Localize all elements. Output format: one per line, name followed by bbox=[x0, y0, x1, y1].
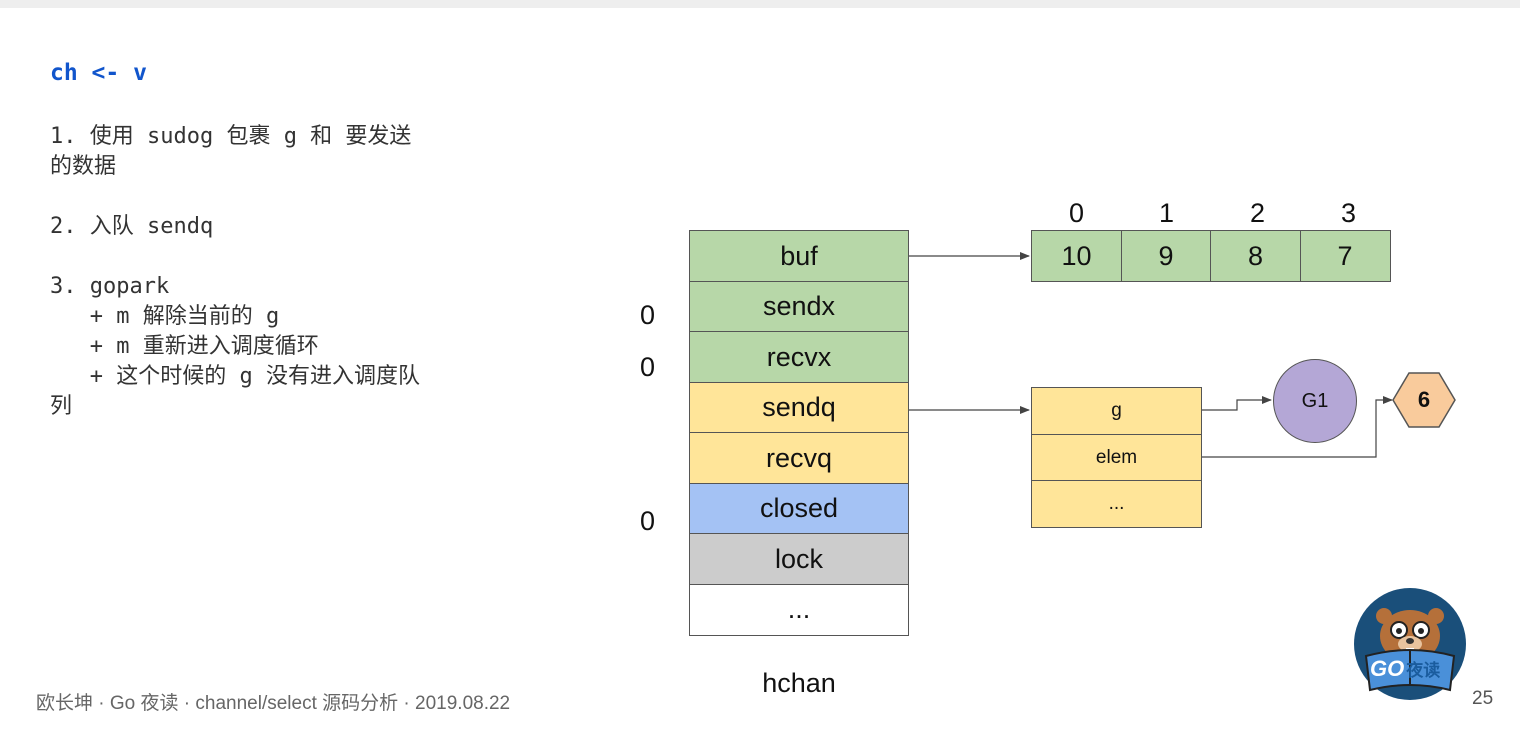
field-lock: lock bbox=[689, 533, 909, 585]
step-line: 1. 使用 sudog 包裹 g 和 要发送 bbox=[50, 124, 412, 149]
page-number: 25 bbox=[1472, 688, 1494, 709]
buf-array: 10 9 8 7 bbox=[1031, 230, 1391, 282]
sudog-field-elem: elem bbox=[1031, 433, 1202, 482]
step-line: 的数据 bbox=[50, 154, 117, 179]
goroutine-g1: G1 bbox=[1273, 359, 1357, 443]
steps-text: 1. 使用 sudog 包裹 g 和 要发送 的数据 2. 入队 sendq 3… bbox=[50, 122, 490, 422]
step-line: 列 bbox=[50, 394, 73, 419]
elem-value-hexagon bbox=[1392, 372, 1456, 428]
buf-index: 2 bbox=[1249, 198, 1266, 228]
sudog-field-more: ... bbox=[1031, 480, 1202, 528]
step-line: + m 解除当前的 g bbox=[50, 304, 280, 329]
elem-arrow bbox=[1202, 396, 1393, 458]
field-sendq: sendq bbox=[689, 381, 909, 434]
top-bar bbox=[0, 0, 1520, 8]
sendx-value: 0 bbox=[640, 300, 656, 330]
footer-text: 欧长坤 · Go 夜读 · channel/select 源码分析 · 2019… bbox=[36, 693, 511, 714]
buf-index: 1 bbox=[1158, 198, 1175, 228]
hchan-struct: buf sendx recvx sendq recvq closed lock … bbox=[689, 230, 909, 636]
field-buf: buf bbox=[689, 230, 909, 282]
field-recvx: recvx bbox=[689, 331, 909, 383]
field-recvq: recvq bbox=[689, 432, 909, 484]
buf-cell: 9 bbox=[1120, 230, 1212, 282]
g-arrow bbox=[1202, 396, 1272, 411]
step-line: + 这个时候的 g 没有进入调度队 bbox=[50, 364, 420, 389]
code-title: ch <- v bbox=[50, 60, 147, 86]
step-line: 2. 入队 sendq bbox=[50, 214, 214, 239]
closed-value: 0 bbox=[640, 506, 656, 536]
buf-cell: 8 bbox=[1210, 230, 1301, 282]
buf-index: 0 bbox=[1068, 198, 1085, 228]
logo-text-go: GO bbox=[1370, 656, 1405, 681]
go-yedu-logo-icon bbox=[1354, 588, 1466, 700]
buf-cell: 7 bbox=[1299, 230, 1391, 282]
logo-text-cn: 夜读 bbox=[1406, 661, 1441, 680]
buf-cell: 10 bbox=[1031, 230, 1122, 282]
step-line: 3. gopark bbox=[50, 274, 170, 299]
hchan-label: hchan bbox=[762, 668, 836, 698]
sudog-struct: g elem ... bbox=[1031, 387, 1202, 528]
sudog-field-g: g bbox=[1031, 387, 1202, 435]
field-more: ... bbox=[689, 583, 909, 636]
elem-value: 6 bbox=[1417, 387, 1431, 412]
field-closed: closed bbox=[689, 482, 909, 535]
recvx-value: 0 bbox=[640, 352, 656, 382]
field-sendx: sendx bbox=[689, 280, 909, 333]
buf-index: 3 bbox=[1340, 198, 1357, 228]
step-line: + m 重新进入调度循环 bbox=[50, 334, 319, 359]
